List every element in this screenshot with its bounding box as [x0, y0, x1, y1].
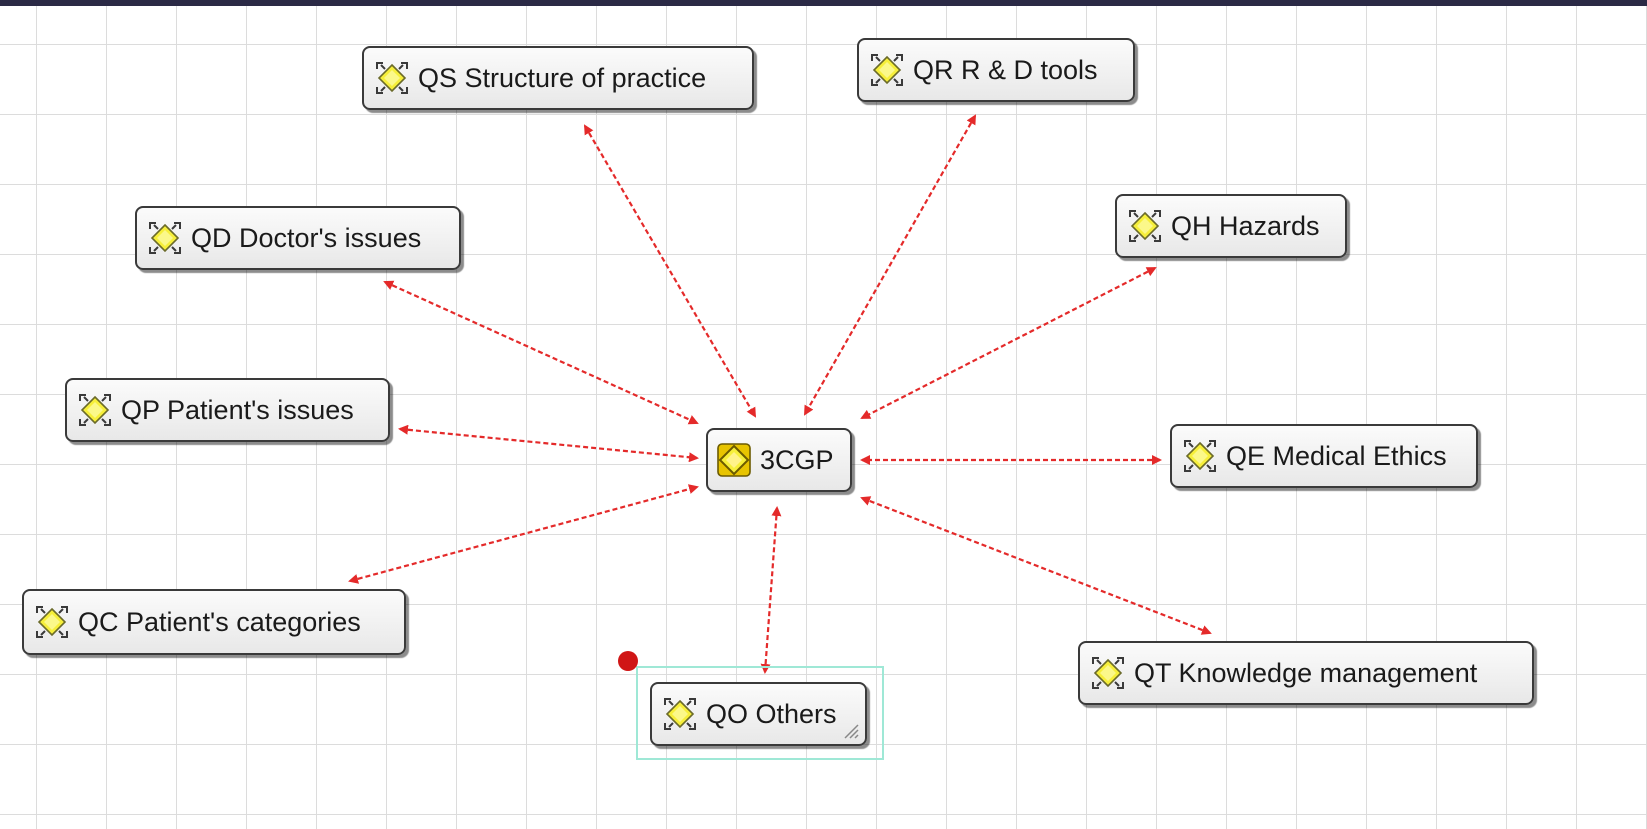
yellow-diamond-icon [1090, 655, 1126, 691]
yellow-diamond-icon [662, 696, 698, 732]
topic-label: QD Doctor's issues [191, 222, 422, 253]
topic-label: QR R & D tools [913, 54, 1098, 85]
center-node-3cgp[interactable]: 3CGP [706, 428, 852, 492]
yellow-diamond-icon [147, 220, 183, 256]
yellow-diamond-icon [869, 52, 905, 88]
connector-3cgp-qh[interactable] [860, 267, 1157, 419]
topic-node-qd[interactable]: QD Doctor's issues [135, 206, 461, 270]
connector-3cgp-qp[interactable] [398, 424, 699, 463]
diagram-canvas[interactable]: QS Structure of practice QR R & D tools … [0, 6, 1647, 829]
connector-3cgp-qt[interactable] [860, 496, 1212, 635]
topic-label: QC Patient's categories [78, 606, 361, 637]
topic-node-qh[interactable]: QH Hazards [1115, 194, 1347, 258]
topic-node-qe[interactable]: QE Medical Ethics [1170, 424, 1478, 488]
yellow-diamond-icon [1182, 438, 1218, 474]
topic-node-qr[interactable]: QR R & D tools [857, 38, 1135, 102]
topic-node-qo[interactable]: QO Others [650, 682, 867, 746]
connection-layer [348, 114, 1212, 674]
topic-node-qc[interactable]: QC Patient's categories [22, 589, 406, 655]
topic-label: QS Structure of practice [418, 62, 707, 93]
topic-node-qp[interactable]: QP Patient's issues [65, 378, 390, 442]
connector-3cgp-qr[interactable] [804, 114, 976, 416]
yellow-diamond-icon [1127, 208, 1163, 244]
topic-label: QH Hazards [1171, 210, 1320, 241]
center-label: 3CGP [760, 444, 834, 475]
resize-grip-icon[interactable] [841, 721, 859, 739]
connector-handle[interactable] [618, 651, 638, 671]
connector-3cgp-qo[interactable] [760, 506, 782, 674]
topic-label: QT Knowledge management [1134, 657, 1478, 688]
yellow-diamond-icon [374, 60, 410, 96]
topic-node-qt[interactable]: QT Knowledge management [1078, 641, 1534, 705]
connector-3cgp-qc[interactable] [348, 484, 699, 584]
topic-label: QE Medical Ethics [1226, 440, 1447, 471]
topic-label: QO Others [706, 698, 837, 729]
yellow-diamond-icon [77, 392, 113, 428]
yellow-diamond-icon [34, 604, 70, 640]
topic-node-qs[interactable]: QS Structure of practice [362, 46, 754, 110]
yellow-diamond-bold-icon [716, 442, 752, 478]
connector-3cgp-qd[interactable] [383, 280, 699, 425]
connector-3cgp-qs[interactable] [583, 124, 757, 418]
selection-box [636, 666, 884, 760]
topic-label: QP Patient's issues [121, 394, 354, 425]
